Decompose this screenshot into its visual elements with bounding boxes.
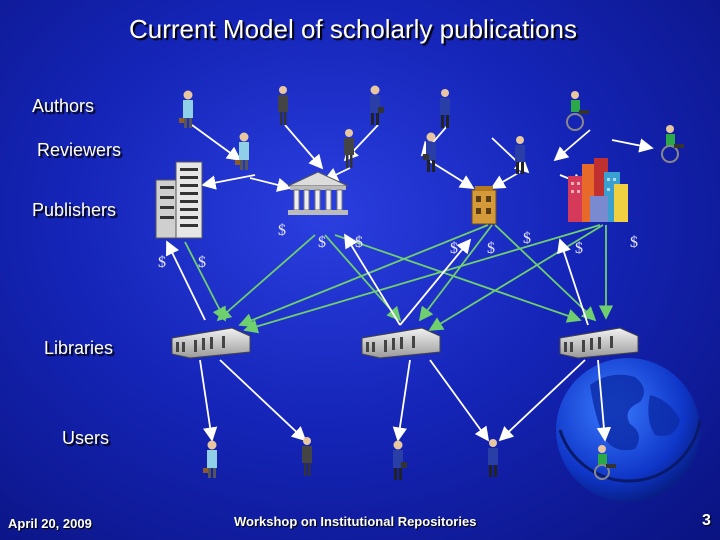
library-icon bbox=[171, 327, 251, 359]
dollar-mark: $ bbox=[630, 234, 638, 251]
library-buildings bbox=[171, 327, 639, 359]
user-figures bbox=[203, 437, 616, 480]
dollar-mark: $ bbox=[487, 240, 495, 257]
dollar-mark: $ bbox=[318, 234, 326, 251]
globe-icon bbox=[556, 358, 702, 502]
office-tower-icon bbox=[155, 161, 203, 239]
row-label-users: Users bbox=[62, 428, 110, 448]
person-icon bbox=[302, 437, 312, 476]
payment-marks: $ $ $ $ $ $ $ $ $ $ bbox=[158, 222, 638, 271]
row-label-libraries: Libraries bbox=[44, 338, 114, 358]
person-icon bbox=[515, 136, 525, 174]
classical-building-icon bbox=[287, 171, 349, 215]
person-icon bbox=[235, 132, 249, 170]
dollar-mark: $ bbox=[158, 254, 166, 271]
reviewer-figures bbox=[235, 125, 684, 174]
wheelchair-user-icon bbox=[594, 445, 616, 480]
footer-date: April 20, 2009 bbox=[8, 516, 92, 531]
row-label-authors: Authors bbox=[32, 96, 95, 116]
dollar-mark: $ bbox=[198, 254, 206, 271]
dollar-mark: $ bbox=[355, 234, 363, 251]
dollar-mark: $ bbox=[278, 222, 286, 239]
person-icon bbox=[488, 439, 498, 477]
library-icon bbox=[559, 327, 639, 359]
author-figures bbox=[179, 85, 589, 131]
row-label-reviewers: Reviewers bbox=[37, 140, 122, 160]
person-icon bbox=[423, 132, 436, 172]
person-icon bbox=[344, 129, 354, 168]
footer-event: Workshop on Institutional Repositories bbox=[234, 514, 477, 529]
publisher-buildings bbox=[155, 158, 628, 239]
row-label-publishers: Publishers bbox=[32, 200, 117, 220]
person-icon bbox=[440, 89, 450, 128]
shop-building-icon bbox=[471, 186, 497, 225]
person-icon bbox=[203, 440, 217, 478]
person-icon bbox=[370, 85, 384, 125]
distribution-arrows bbox=[184, 224, 614, 334]
city-buildings-icon bbox=[568, 158, 628, 222]
dollar-mark: $ bbox=[575, 240, 583, 257]
dollar-mark: $ bbox=[450, 240, 458, 257]
wheelchair-user-icon bbox=[566, 91, 589, 131]
slide-title: Current Model of scholarly publications bbox=[129, 14, 577, 44]
library-icon bbox=[361, 327, 441, 359]
person-icon bbox=[278, 86, 288, 125]
footer-page-number: 3 bbox=[702, 512, 711, 529]
wheelchair-user-icon bbox=[661, 125, 684, 163]
usage-arrows bbox=[166, 233, 612, 442]
person-icon bbox=[393, 440, 407, 480]
person-icon bbox=[179, 90, 193, 128]
dollar-mark: $ bbox=[523, 230, 531, 247]
